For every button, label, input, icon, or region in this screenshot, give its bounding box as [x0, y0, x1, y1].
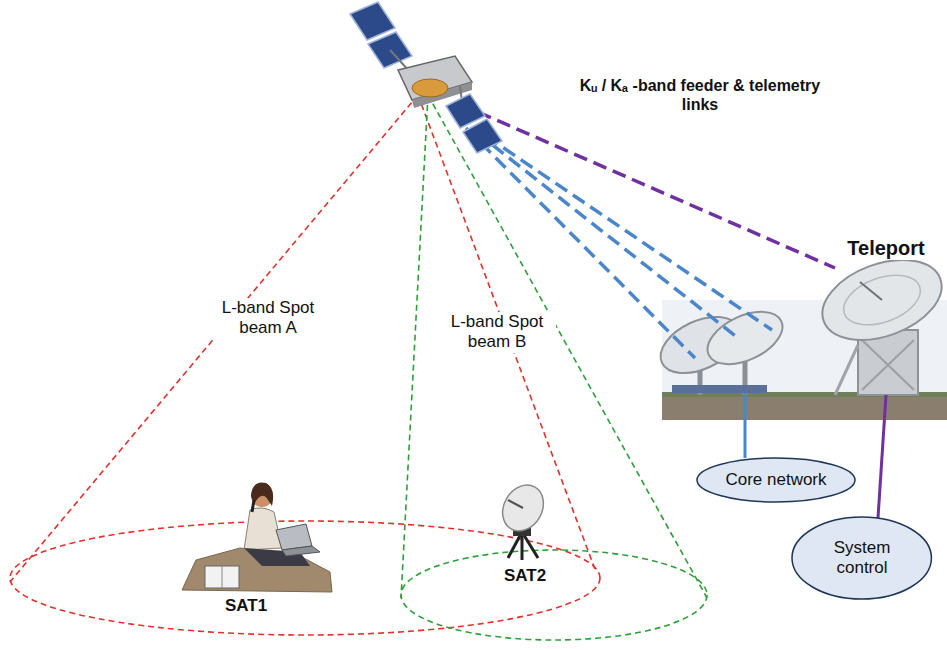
control-wire — [878, 395, 886, 518]
beam-label: L-band Spot beam B — [438, 312, 556, 353]
core-wire — [744, 393, 747, 458]
sat1-user — [182, 483, 332, 592]
terminal-label: SAT1 — [222, 596, 270, 616]
control-ellipse: System control — [791, 516, 932, 600]
network-ellipse: Core network — [696, 457, 856, 503]
teleport-photo — [652, 245, 947, 420]
beam-label: L-band Spot beam A — [209, 298, 327, 339]
satellite — [350, 2, 502, 153]
node-text: Core network — [725, 470, 826, 490]
terminal-label: SAT2 — [501, 566, 549, 586]
spot-beams — [10, 95, 707, 640]
link-label: Kᵤ / Kₐ -band feeder & telemetry links — [572, 76, 828, 114]
sat2-terminal — [495, 478, 552, 560]
site-label: Teleport — [844, 236, 927, 260]
node-text: System control — [816, 538, 908, 579]
